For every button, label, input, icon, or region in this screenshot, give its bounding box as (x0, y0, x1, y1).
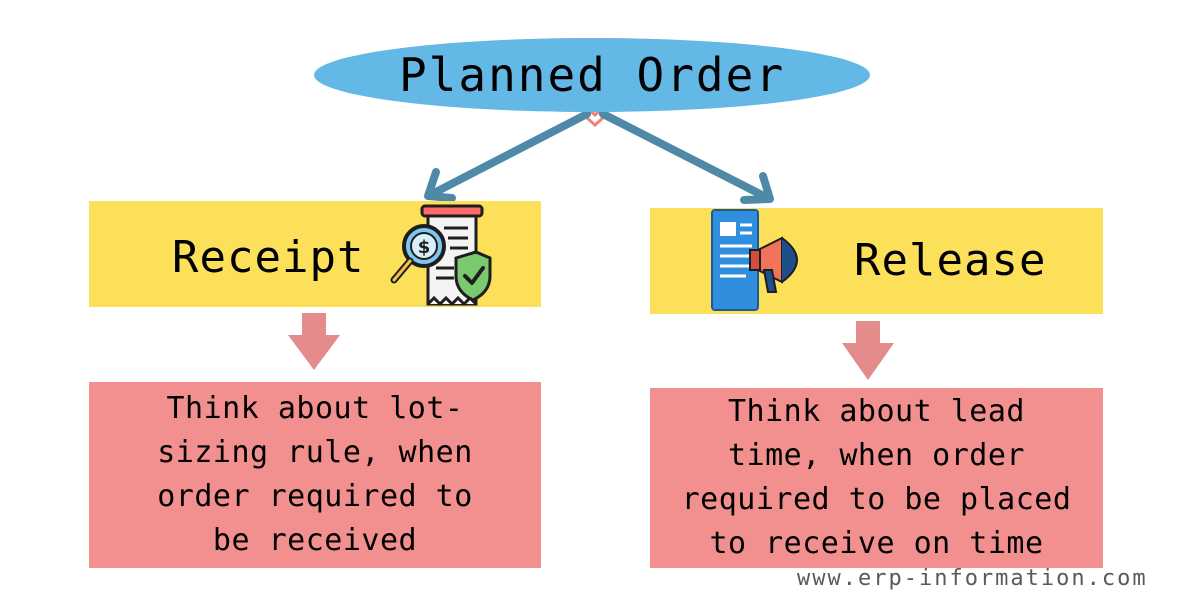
right-connector-arrow (599, 110, 774, 204)
release-description-line: required to be placed (681, 482, 1072, 517)
receipt-description-line: sizing rule, when (157, 435, 473, 470)
document-announcement-icon (711, 209, 798, 311)
receipt-description-line: be received (212, 523, 418, 558)
planned-order-node: Planned Order (314, 38, 870, 112)
right-down-arrow (842, 321, 894, 380)
release-description-line: to receive on time (709, 526, 1044, 561)
left-connector-arrow (424, 110, 591, 202)
left-down-arrow (288, 313, 340, 370)
release-description-box: Think about lead time, when order requir… (650, 388, 1103, 568)
planned-order-label: Planned Order (398, 48, 786, 102)
receipt-description-line: order required to (157, 479, 473, 514)
receipt-label: Receipt (172, 232, 365, 283)
release-label: Release (854, 235, 1047, 286)
receipt-description-box: Think about lot- sizing rule, when order… (89, 382, 541, 568)
release-description-line: Think about lead (728, 394, 1025, 429)
svg-text:$: $ (418, 237, 431, 258)
receipt-audit-icon: $ (390, 204, 492, 307)
receipt-description-line: Think about lot- (166, 391, 464, 426)
website-watermark: www.erp-information.com (797, 566, 1148, 591)
release-description-line: time, when order (728, 438, 1025, 473)
